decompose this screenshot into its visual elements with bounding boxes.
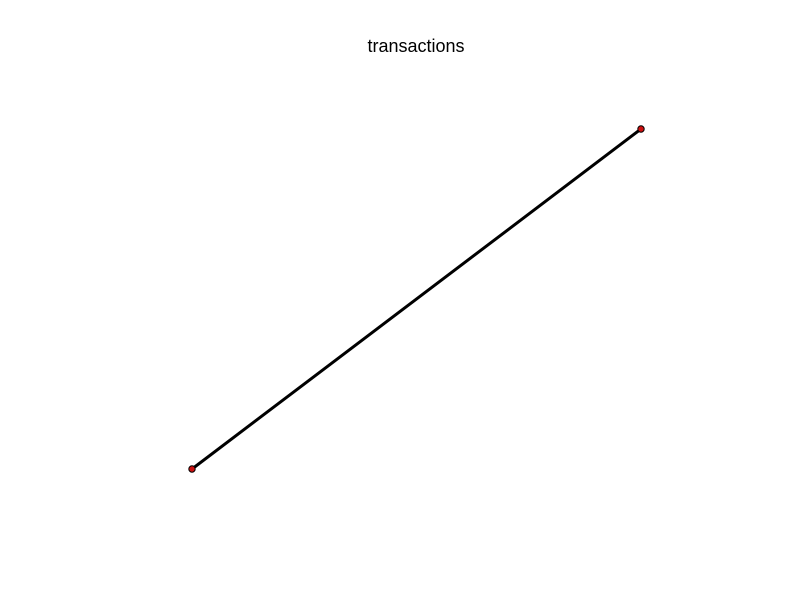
diagram-title: transactions xyxy=(367,36,465,56)
edge-node-a-node-b xyxy=(190,127,643,471)
node-a xyxy=(188,465,196,473)
node-b xyxy=(637,125,645,133)
